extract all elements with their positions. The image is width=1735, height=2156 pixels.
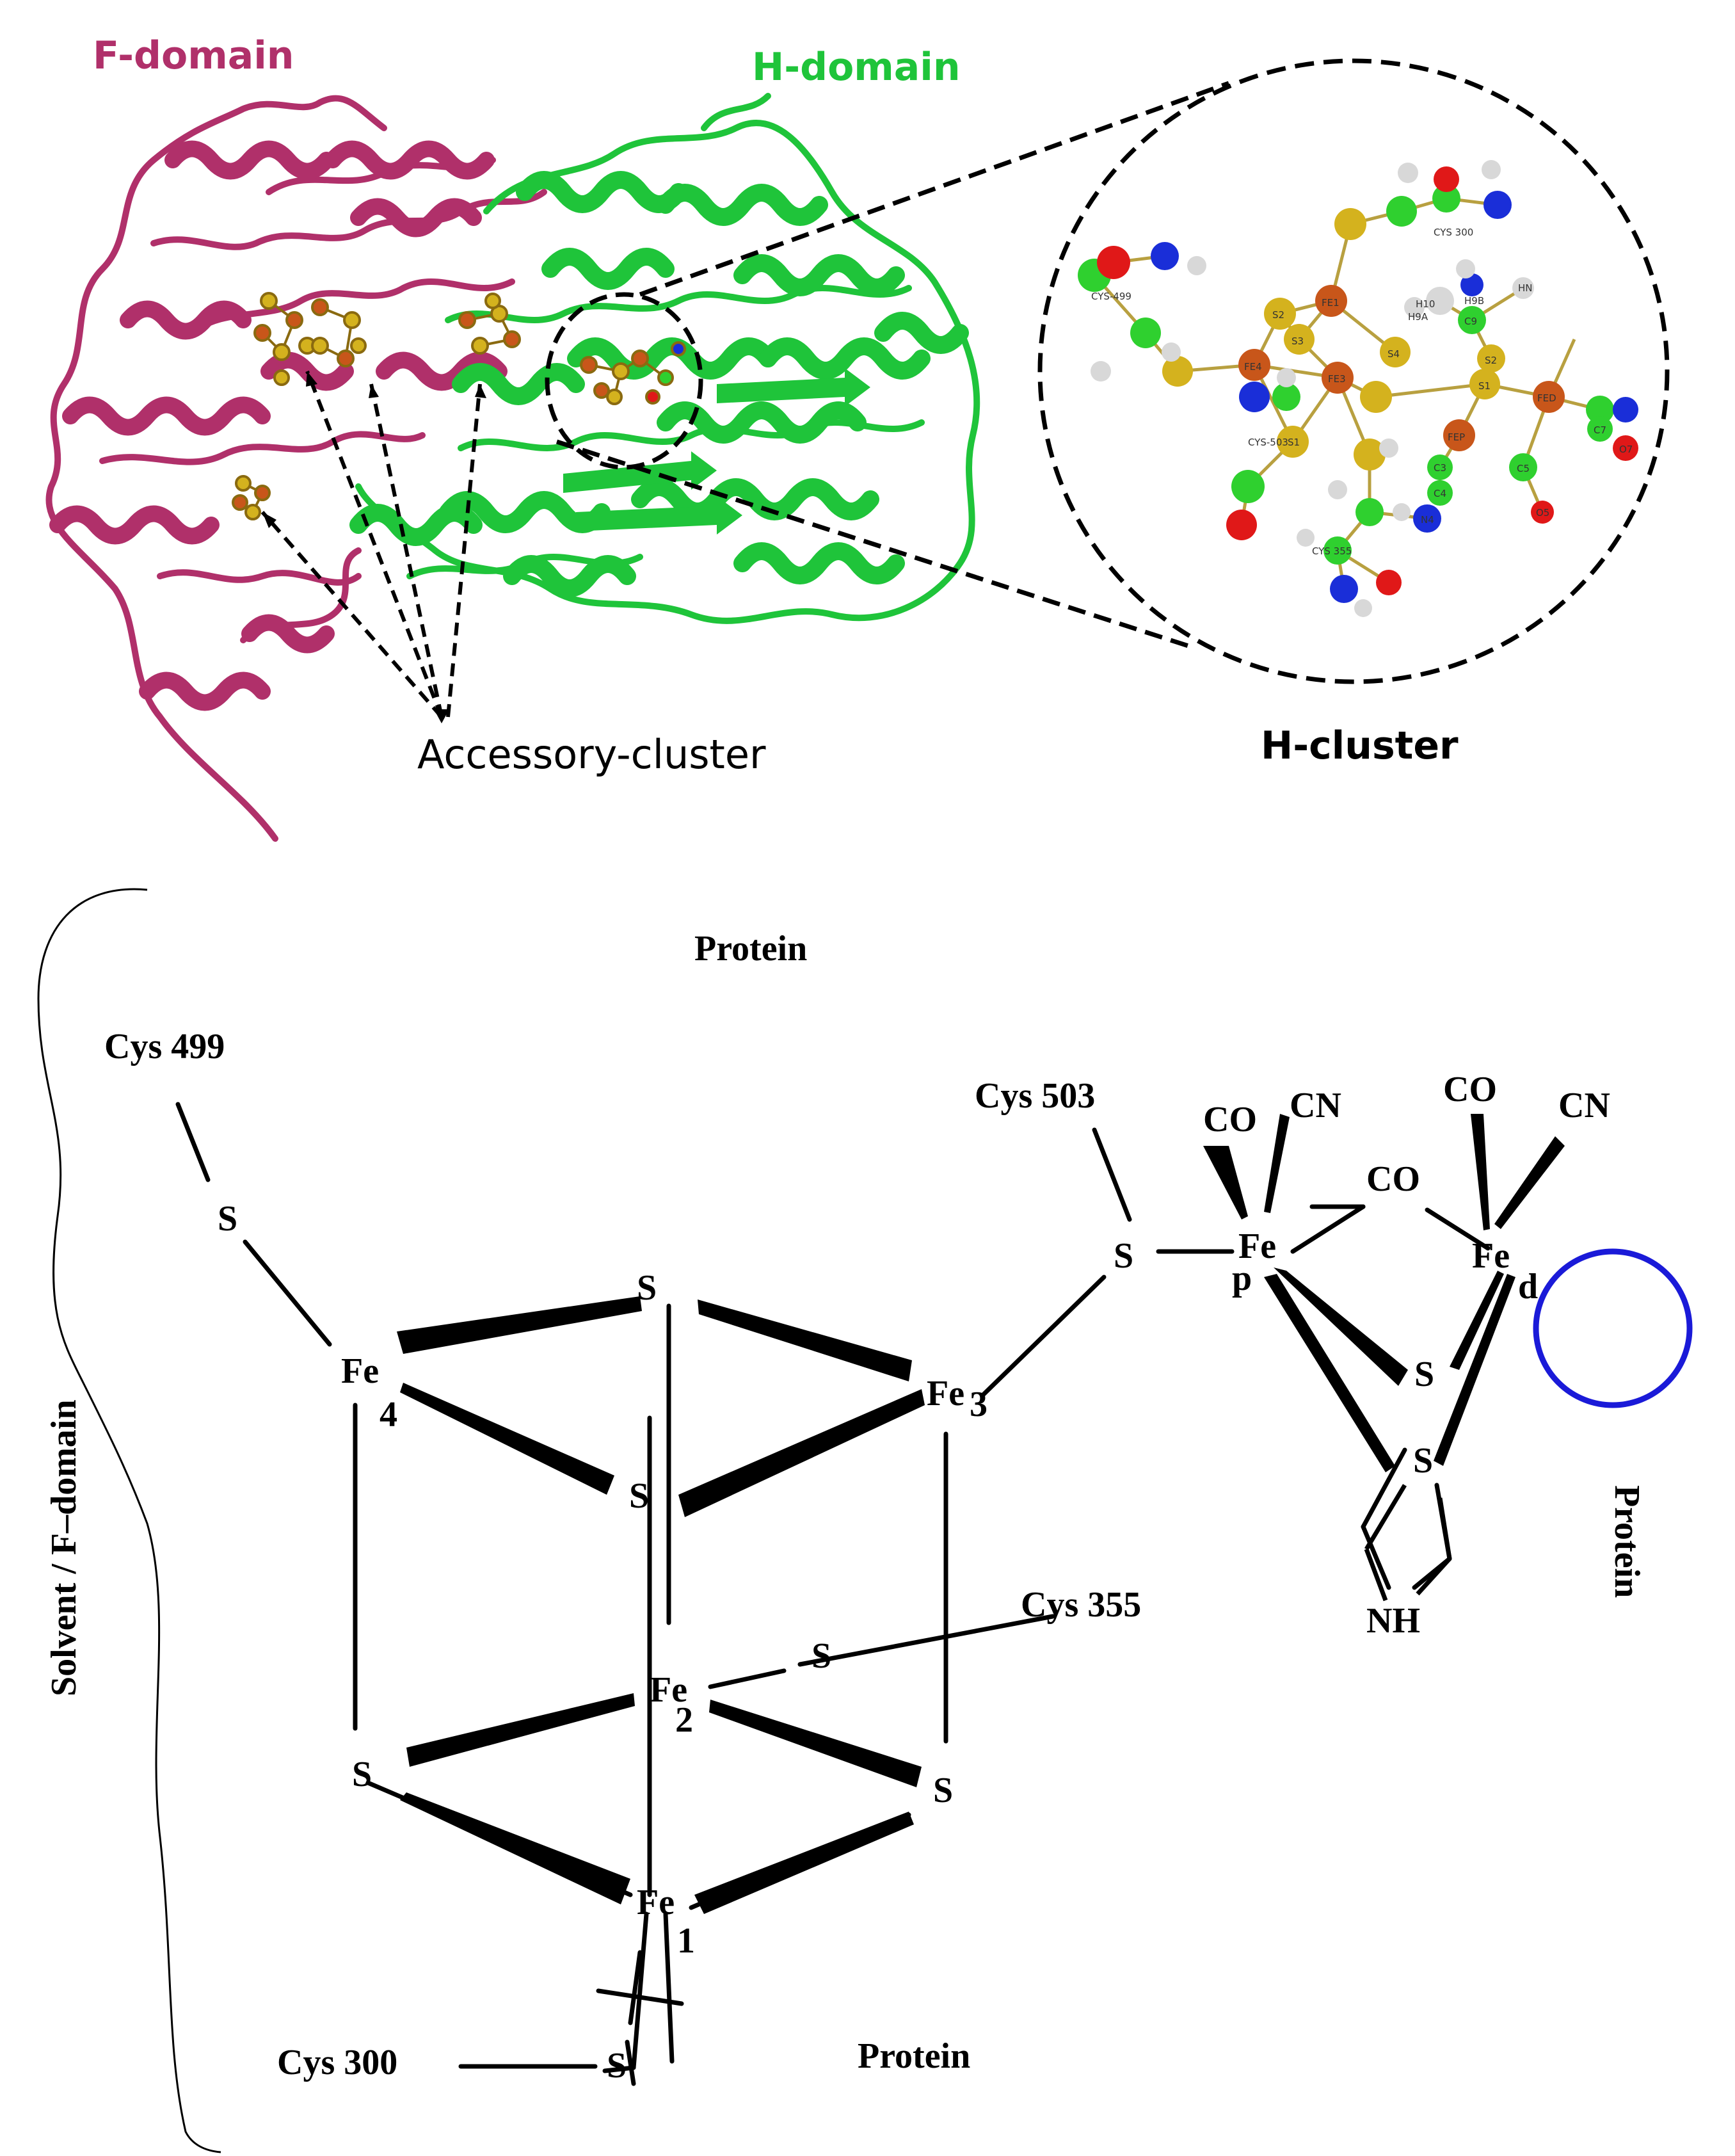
h-domain-label: H-domain bbox=[752, 45, 961, 90]
iron-proximal-subscript: p bbox=[1232, 1259, 1252, 1298]
sulfur-right: S bbox=[933, 1771, 953, 1810]
atom-label: CYS 300 bbox=[1434, 227, 1473, 238]
ligand-cn-2: CN bbox=[1558, 1086, 1610, 1125]
cluster-2 bbox=[311, 298, 367, 367]
h-cluster-label: H-cluster bbox=[1261, 723, 1459, 768]
ligand-cn-1: CN bbox=[1290, 1086, 1341, 1125]
h-cluster-ball-and-stick: CYS 300 CYS-499 FE1 S2 S3 S4 FE4 FE3 H9B… bbox=[1078, 160, 1638, 617]
bridging-sulfur-1: S bbox=[1414, 1355, 1434, 1394]
adt-bridge bbox=[1364, 1484, 1452, 1602]
iron-4-subscript: 4 bbox=[380, 1395, 397, 1435]
scheme-label-cys300: Cys 300 bbox=[277, 2043, 397, 2082]
iron-1: Fe bbox=[637, 1883, 675, 1922]
atom-label: C3 bbox=[1434, 462, 1446, 474]
sulfur-cys499: S bbox=[218, 1199, 237, 1239]
accessory-cluster-arrows bbox=[260, 370, 482, 718]
cluster-4 bbox=[458, 293, 521, 355]
open-coordination-site bbox=[1533, 1248, 1693, 1408]
cluster-1 bbox=[253, 292, 316, 386]
atom-label: FED bbox=[1537, 392, 1556, 404]
scheme-label-protein-right: Protein bbox=[1607, 1485, 1647, 1598]
atom-label: H10 bbox=[1416, 298, 1435, 310]
scheme-label-protein-top: Protein bbox=[694, 929, 807, 969]
iron-3: Fe bbox=[927, 1374, 964, 1413]
atom-label: S3 bbox=[1291, 335, 1304, 347]
solvent-brace bbox=[37, 888, 221, 2153]
scheme-label-solvent: Solvent / F–domain bbox=[44, 1399, 84, 1696]
f-domain-label: F-domain bbox=[93, 33, 294, 78]
atom-label: CYS 355 bbox=[1312, 545, 1352, 557]
scheme-bonds bbox=[175, 1102, 1491, 2086]
h-cluster-scheme: Protein Cys 499 Cys 503 Cys 355 Cys 300 … bbox=[37, 888, 1693, 2153]
atom-label: H9B bbox=[1464, 295, 1484, 307]
atom-label: FE3 bbox=[1328, 373, 1346, 385]
atom-label: N4 bbox=[1421, 514, 1434, 526]
atom-label: H9A bbox=[1408, 311, 1428, 323]
scheme-label-cys503: Cys 503 bbox=[975, 1076, 1095, 1116]
atom-label: O7 bbox=[1619, 444, 1633, 455]
ligand-co-1: CO bbox=[1203, 1100, 1257, 1139]
atom-label: FE1 bbox=[1322, 297, 1339, 309]
atom-label: FE4 bbox=[1244, 361, 1262, 373]
iron-distal-subscript: d bbox=[1518, 1267, 1538, 1307]
sulfur-cys503: S bbox=[1114, 1236, 1133, 1276]
iron-proximal: Fe bbox=[1238, 1227, 1276, 1266]
atom-label: C9 bbox=[1464, 316, 1477, 327]
iron-distal: Fe bbox=[1472, 1236, 1510, 1276]
atom-label: S2 bbox=[1485, 355, 1497, 366]
accessory-cluster-atoms bbox=[232, 292, 686, 520]
accessory-cluster-label: Accessory-cluster bbox=[417, 731, 766, 778]
ligand-co-2: CO bbox=[1443, 1070, 1497, 1109]
h-cluster-highlight-ellipse bbox=[545, 292, 703, 470]
iron-2: Fe bbox=[650, 1670, 687, 1710]
atom-label: C5 bbox=[1517, 463, 1530, 474]
scheme-atoms: Protein Cys 499 Cys 503 Cys 355 Cys 300 … bbox=[44, 929, 1647, 2086]
atom-label: S1 bbox=[1288, 437, 1300, 448]
bridging-sulfur-2: S bbox=[1413, 1441, 1433, 1481]
atom-label: CYS-499 bbox=[1091, 291, 1131, 302]
sulfur-cys355: S bbox=[812, 1636, 831, 1676]
atom-label: CYS-503 bbox=[1248, 437, 1288, 448]
scheme-wedges bbox=[397, 1114, 1565, 1914]
h-domain-sheets bbox=[563, 368, 870, 535]
sulfur-top: S bbox=[637, 1268, 657, 1308]
sulfur-center: S bbox=[629, 1476, 649, 1516]
ligand-co-bridge: CO bbox=[1366, 1159, 1420, 1199]
atom-label: C7 bbox=[1594, 424, 1606, 436]
amine-nh: NH bbox=[1366, 1601, 1420, 1641]
cluster-3 bbox=[232, 475, 271, 520]
h-cluster-in-protein bbox=[580, 341, 686, 405]
atom-label: C4 bbox=[1434, 488, 1446, 499]
iron-4: Fe bbox=[341, 1351, 379, 1391]
protein-structure-panel: CYS 300 CYS-499 FE1 S2 S3 S4 FE4 FE3 H9B… bbox=[45, 33, 1670, 842]
atom-label: FEP bbox=[1448, 431, 1465, 443]
scheme-label-cys355: Cys 355 bbox=[1021, 1585, 1141, 1625]
atom-label: HN bbox=[1518, 282, 1533, 294]
iron-1-subscript: 1 bbox=[677, 1921, 695, 1961]
sulfur-cys300: S bbox=[607, 2046, 627, 2086]
iron-2-subscript: 2 bbox=[675, 1700, 693, 1740]
scheme-label-cys499: Cys 499 bbox=[104, 1027, 225, 1066]
atom-label: S1 bbox=[1478, 380, 1491, 392]
scheme-label-protein-bottom: Protein bbox=[858, 2036, 970, 2076]
atom-label: O5 bbox=[1536, 507, 1549, 519]
atom-label: S2 bbox=[1272, 309, 1284, 321]
sulfur-left: S bbox=[352, 1755, 372, 1794]
iron-3-subscript: 3 bbox=[970, 1385, 987, 1424]
zoom-line-bottom bbox=[556, 439, 1192, 649]
zoom-line-top bbox=[639, 81, 1230, 297]
accessory-arrowheads bbox=[262, 371, 486, 723]
h-cluster-zoom-circle bbox=[1037, 58, 1670, 684]
atom-label: S4 bbox=[1387, 348, 1400, 360]
